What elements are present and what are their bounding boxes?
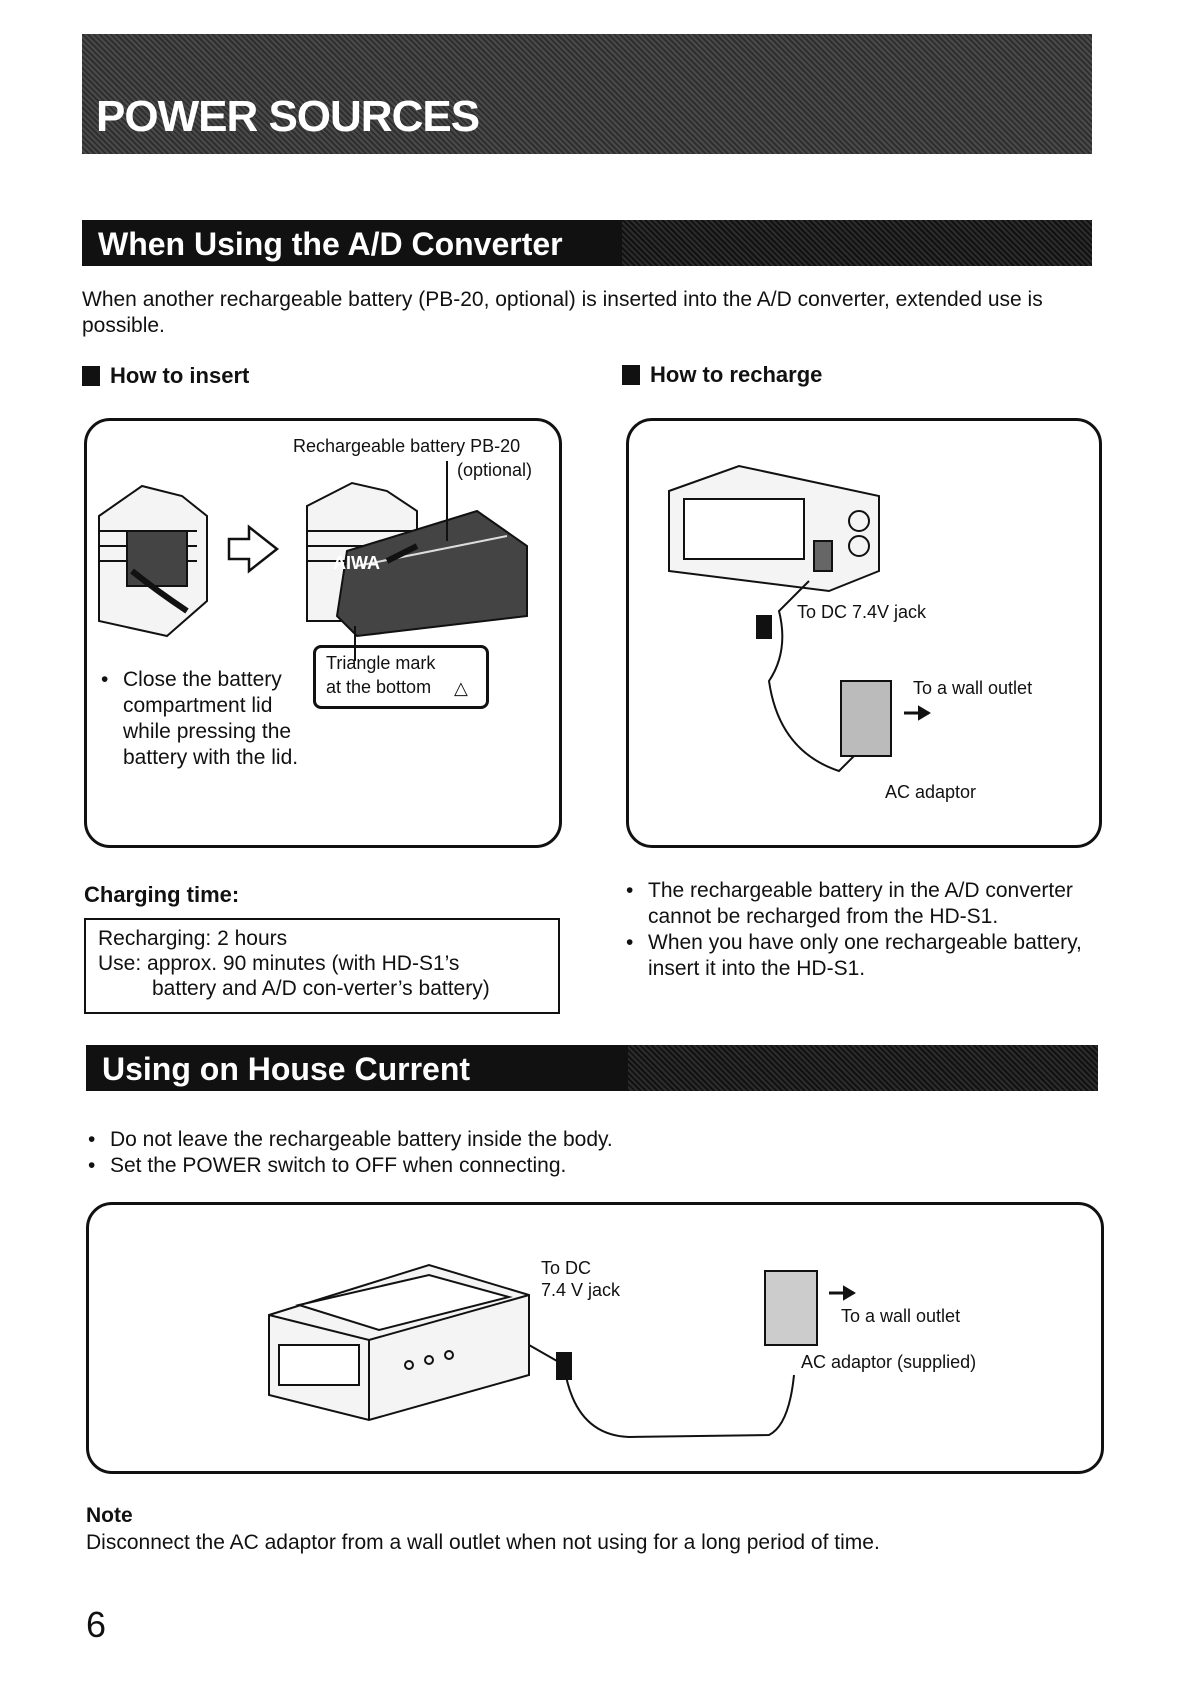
recharge-illustration bbox=[668, 464, 931, 773]
charging-time-box: Recharging: 2 hours Use: approx. 90 minu… bbox=[84, 918, 560, 1014]
note-heading: Note bbox=[86, 1504, 133, 1527]
ac-adaptor-illustration bbox=[840, 680, 931, 757]
insert-illustration-panel: Rechargeable battery PB-20 (optional) AI… bbox=[84, 418, 562, 848]
ac-adaptor-label: AC adaptor bbox=[885, 782, 977, 802]
square-bullet-icon bbox=[82, 366, 100, 386]
converter-notes: The rechargeable battery in the A/D conv… bbox=[622, 878, 1102, 982]
right-arrow-icon bbox=[227, 524, 280, 574]
list-item: Set the POWER switch to OFF when connect… bbox=[84, 1153, 984, 1179]
converter-back-illustration bbox=[668, 464, 880, 593]
aiwa-logo: AIWA bbox=[333, 553, 380, 573]
section-title: When Using the A/D Converter bbox=[98, 226, 563, 262]
hd-s1-device-illustration bbox=[268, 1263, 530, 1422]
note-text: Disconnect the AC adaptor from a wall ou… bbox=[86, 1531, 880, 1554]
recharge-illustration-panel: To DC 7.4V jack To a wall outlet AC adap… bbox=[626, 418, 1102, 848]
title-banner: POWER SOURCES bbox=[82, 34, 1092, 154]
ac-adaptor-label: AC adaptor (supplied) bbox=[801, 1352, 977, 1372]
section-title: Using on House Current bbox=[102, 1051, 471, 1087]
square-bullet-icon bbox=[622, 365, 640, 385]
dc-label: To DC bbox=[541, 1258, 592, 1278]
warning-triangle-icon: △ bbox=[454, 678, 468, 698]
list-item: When you have only one rechargeable batt… bbox=[622, 930, 1102, 982]
battery-label: Rechargeable battery PB-20 bbox=[293, 436, 521, 456]
house-current-illustration bbox=[268, 1263, 856, 1439]
insert-instruction: Close the battery compartment lid while … bbox=[97, 667, 305, 771]
wall-outlet-label: To a wall outlet bbox=[841, 1306, 961, 1326]
list-item: The rechargeable battery in the A/D conv… bbox=[622, 878, 1102, 930]
dc-cable bbox=[528, 1344, 795, 1439]
section-header-ad-converter: When Using the A/D Converter bbox=[82, 220, 1092, 266]
page-title: POWER SOURCES bbox=[96, 92, 480, 141]
list-item: Do not leave the rechargeable battery in… bbox=[84, 1127, 984, 1153]
ac-adaptor-illustration bbox=[764, 1270, 856, 1346]
wall-outlet-label: To a wall outlet bbox=[913, 678, 1033, 698]
house-current-illustration-panel: To DC 7.4 V jack To a wall outlet AC ada… bbox=[86, 1202, 1104, 1474]
dc-jack-label: To DC 7.4V jack bbox=[797, 602, 927, 622]
how-to-insert-heading: How to insert bbox=[82, 363, 249, 389]
charging-time-heading: Charging time: bbox=[84, 882, 240, 907]
house-current-bullets: Do not leave the rechargeable battery in… bbox=[84, 1127, 984, 1179]
intro-paragraph: When another rechargeable battery (PB-20… bbox=[82, 288, 1043, 337]
dc-jack-label: 7.4 V jack bbox=[541, 1280, 621, 1300]
how-to-recharge-heading: How to recharge bbox=[622, 362, 822, 388]
battery-insert-illustration bbox=[306, 461, 528, 661]
dc-cable bbox=[756, 580, 870, 773]
section-header-house-current: Using on House Current bbox=[86, 1045, 1098, 1091]
insert-illustration: AIWA bbox=[98, 461, 528, 661]
battery-optional-label: (optional) bbox=[457, 460, 533, 480]
converter-device-illustration bbox=[98, 484, 208, 638]
triangle-mark-callout: Triangle mark at the bottom △ bbox=[313, 645, 489, 709]
page-number: 6 bbox=[86, 1604, 107, 1645]
